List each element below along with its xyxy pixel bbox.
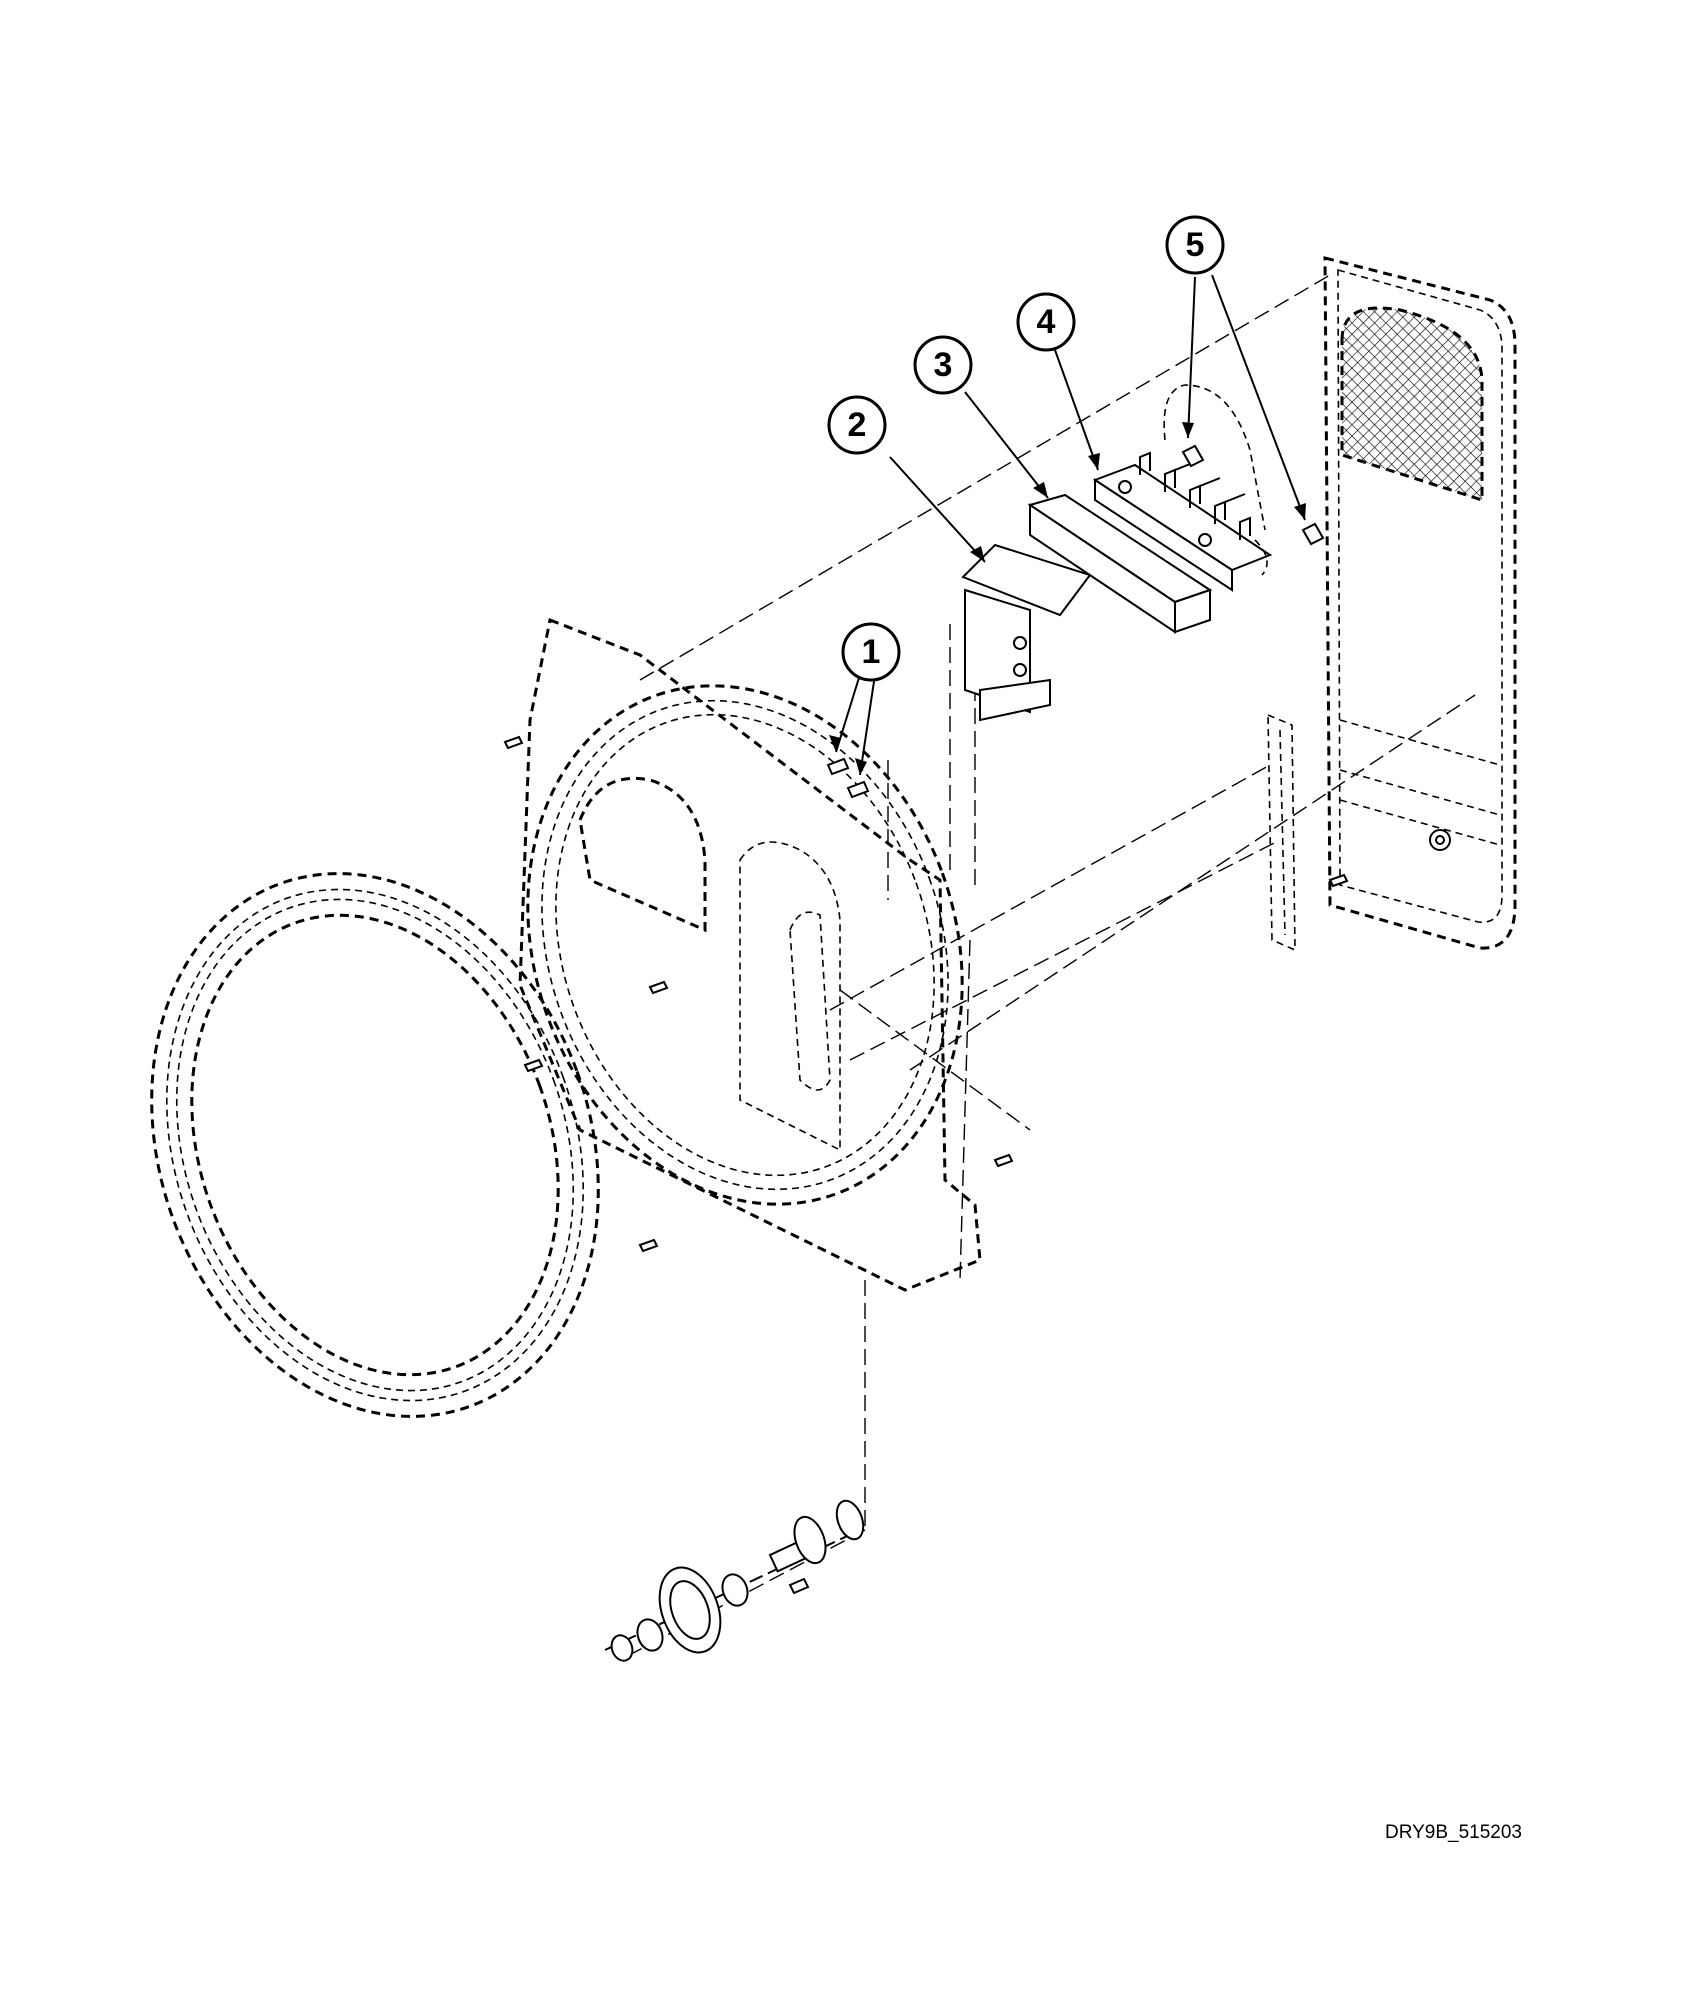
front-bulkhead (518, 617, 982, 1292)
callout-4-label: 4 (1037, 303, 1056, 341)
rear-panel (1323, 256, 1517, 950)
part-5-connectors (1163, 384, 1325, 576)
screws (503, 735, 1349, 1253)
callout-3-label: 3 (934, 346, 953, 384)
callout-2: 2 (827, 395, 887, 455)
drawing-reference-code: DRY9B_515203 (1385, 1822, 1522, 1843)
part-4-terminal-block (1092, 451, 1273, 592)
roller-assembly (604, 1499, 865, 1662)
screw-part-1b (846, 780, 870, 799)
leader-lines (829, 274, 1306, 776)
callout-5-label: 5 (1186, 226, 1205, 264)
callout-3: 3 (913, 335, 973, 395)
vent-grille (1340, 306, 1484, 503)
callout-4: 4 (1016, 292, 1076, 352)
side-bracket (1267, 713, 1296, 952)
callout-2-label: 2 (848, 406, 867, 444)
projection-lines (619, 274, 1476, 1661)
callout-5: 5 (1165, 215, 1225, 275)
callout-1-label: 1 (862, 633, 881, 671)
callout-1: 1 (841, 622, 901, 682)
part-2-bracket (961, 543, 1092, 722)
door-seal-ring (150, 872, 600, 1418)
screw-part-1a (826, 757, 850, 776)
part-3-terminal-strip (1027, 493, 1213, 634)
